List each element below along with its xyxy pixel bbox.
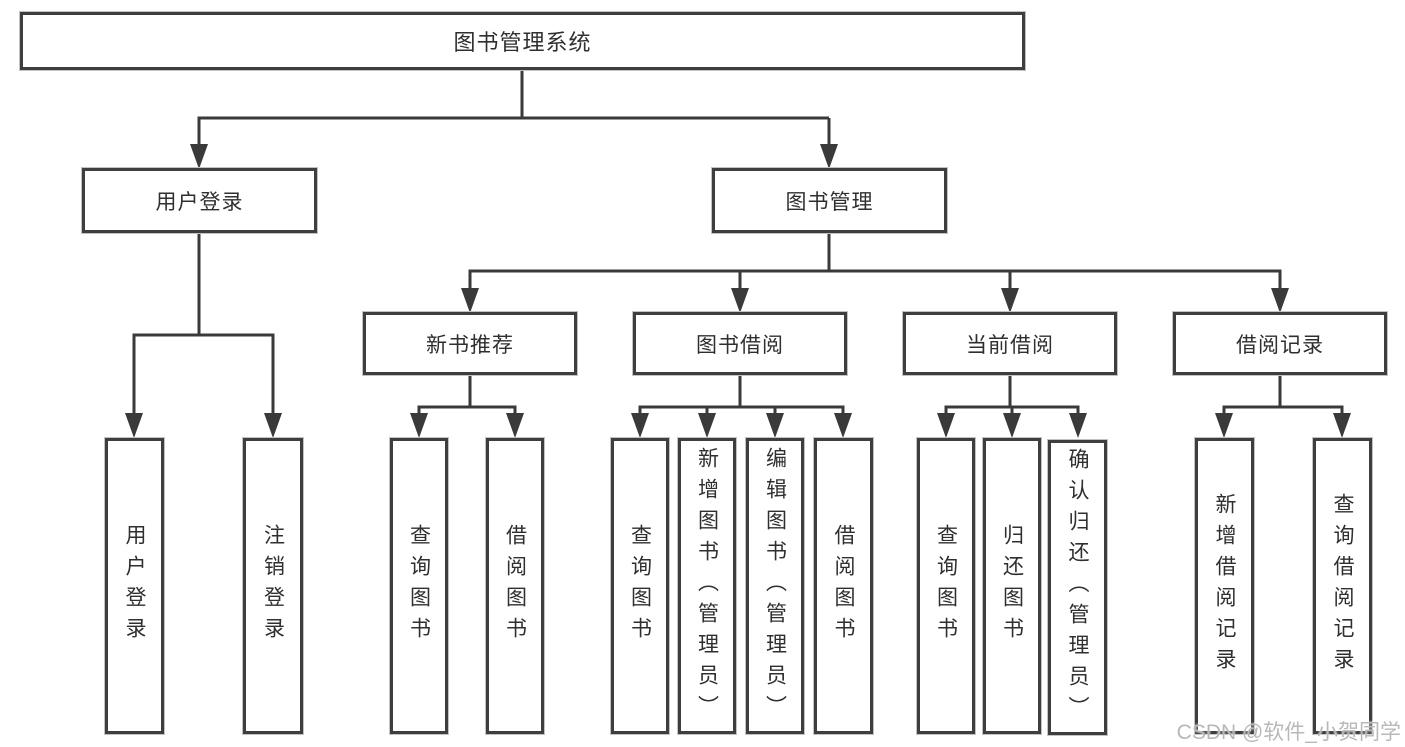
leaf-edit-book-admin: 编辑图书（管理员）: [746, 438, 804, 734]
leaf-query-books-borrow-label: 查询图书: [628, 524, 652, 648]
node-current-borrow: 当前借阅: [903, 312, 1117, 375]
node-book-management-label: 图书管理: [785, 190, 874, 214]
leaf-user-login-label: 用户登录: [123, 524, 146, 648]
leaf-add-book-admin-label: 新增图书（管理员）: [695, 446, 719, 726]
node-borrow-records: 借阅记录: [1173, 312, 1387, 375]
leaf-add-book-admin: 新增图书（管理员）: [678, 438, 736, 734]
node-book-borrow: 图书借阅: [633, 312, 847, 375]
leaf-query-books-recommend: 查询图书: [390, 438, 448, 734]
leaf-query-books-borrow: 查询图书: [611, 438, 669, 734]
leaf-return-book-label: 归还图书: [1000, 524, 1024, 648]
leaf-query-books-current-label: 查询图书: [934, 524, 958, 648]
leaf-confirm-return-admin: 确认归还（管理员）: [1048, 440, 1107, 735]
leaf-borrow-books-borrow: 借阅图书: [814, 438, 873, 734]
node-new-book-recommend: 新书推荐: [363, 312, 577, 375]
arrowheads: [125, 144, 1351, 438]
leaf-borrow-books-recommend: 借阅图书: [486, 438, 544, 734]
node-library-system-label: 图书管理系统: [453, 30, 592, 55]
leaf-logout: 注销登录: [243, 438, 303, 734]
leaf-query-borrow-record: 查询借阅记录: [1313, 438, 1372, 734]
node-new-book-recommend-label: 新书推荐: [426, 333, 514, 357]
leaf-add-borrow-record-label: 新增借阅记录: [1213, 493, 1236, 679]
leaf-user-login: 用户登录: [105, 438, 164, 734]
csdn-watermark: CSDN @软件_小贺同学: [1176, 721, 1401, 744]
leaf-query-books-current: 查询图书: [917, 438, 975, 734]
leaf-return-book: 归还图书: [983, 438, 1041, 734]
leaf-borrow-books-recommend-label: 借阅图书: [503, 524, 527, 648]
node-book-borrow-label: 图书借阅: [696, 333, 784, 357]
leaf-query-books-recommend-label: 查询图书: [407, 524, 431, 648]
leaf-logout-label: 注销登录: [261, 524, 285, 648]
leaf-edit-book-admin-label: 编辑图书（管理员）: [763, 446, 787, 726]
node-library-system: 图书管理系统: [20, 12, 1025, 70]
node-borrow-records-label: 借阅记录: [1236, 333, 1324, 357]
node-current-borrow-label: 当前借阅: [966, 333, 1054, 357]
leaf-confirm-return-admin-label: 确认归还（管理员）: [1066, 448, 1089, 727]
node-user-login-branch-label: 用户登录: [155, 190, 244, 214]
leaf-query-borrow-record-label: 查询借阅记录: [1331, 493, 1354, 679]
leaf-borrow-books-borrow-label: 借阅图书: [832, 524, 855, 648]
node-book-management: 图书管理: [712, 168, 947, 233]
node-user-login-branch: 用户登录: [82, 168, 317, 233]
leaf-add-borrow-record: 新增借阅记录: [1195, 438, 1254, 734]
